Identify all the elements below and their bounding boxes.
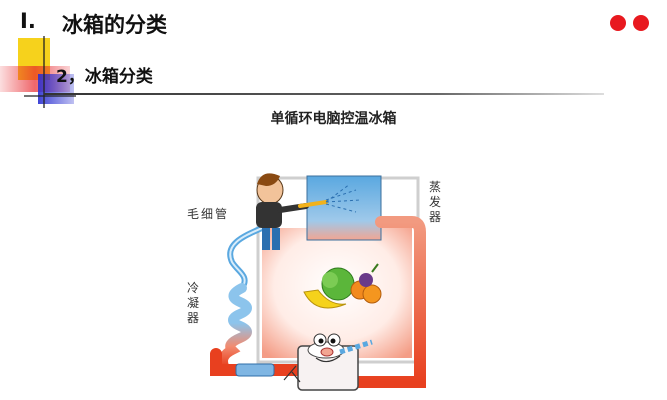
dryer-filter [235,363,275,377]
evaporator [306,175,382,241]
return-pipe [346,216,426,388]
condenser-coil [218,283,252,371]
title-decoration [0,36,76,108]
header-rule [44,93,604,95]
evaporator-label: 蒸发器 [428,180,441,224]
capillary-label: 毛细管 [187,207,230,221]
cartoon-man-with-hose [256,173,361,250]
red-dots-icon[interactable] [608,12,656,34]
condenser-label: 冷凝器 [186,281,199,325]
diagram-title: 单循环电脑控温冰箱 [270,111,397,127]
compressor-mascot [283,333,373,391]
title-number: I. [20,9,36,33]
page-title: 冰箱的分类 [62,13,167,37]
fruit-and-vegetables [303,263,382,309]
subtitle: 2，冰箱分类 [56,67,153,87]
